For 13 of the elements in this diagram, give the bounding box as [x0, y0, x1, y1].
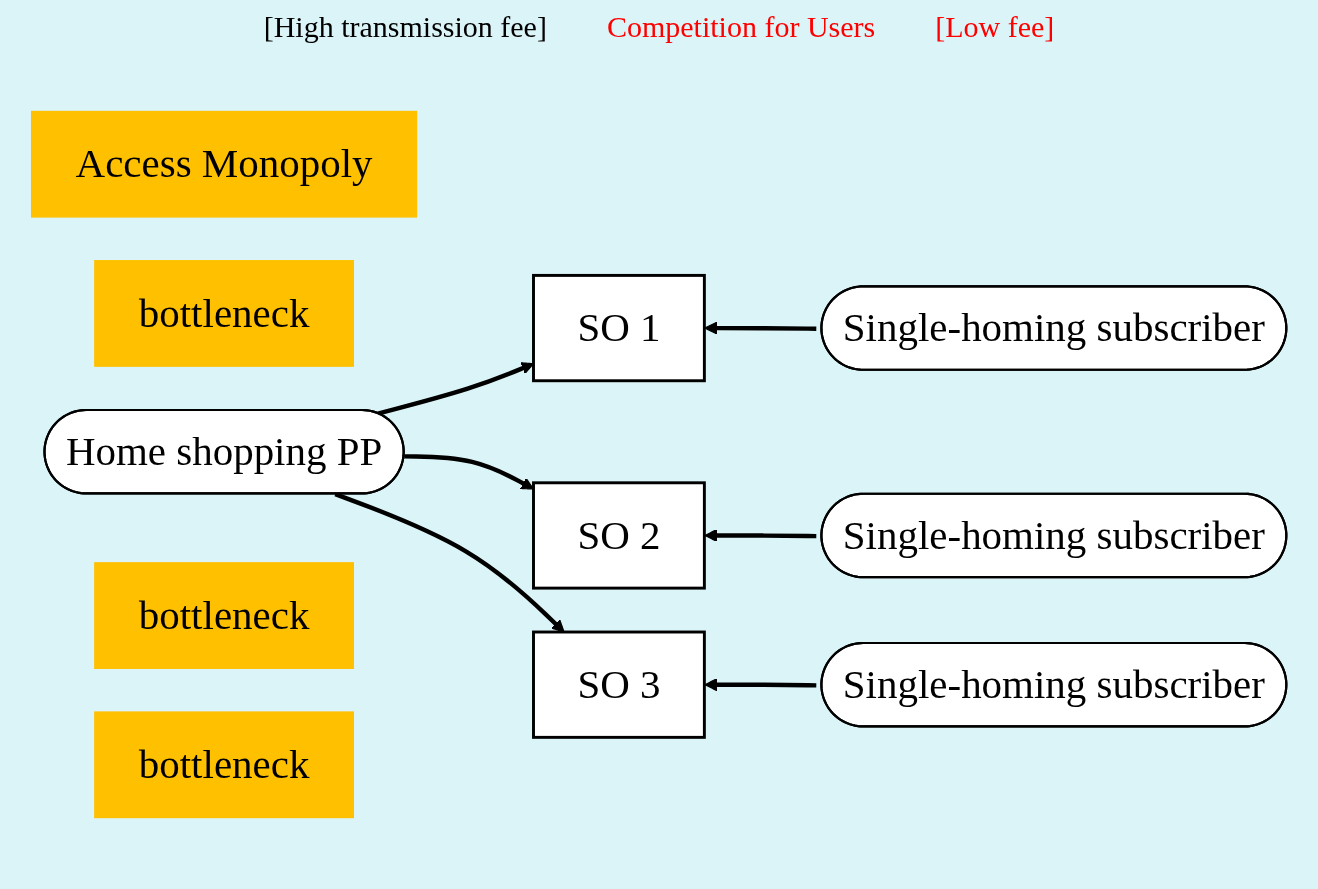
arrow: [704, 321, 817, 335]
note-text: Competition for Users: [606, 10, 876, 44]
arrow: [704, 678, 817, 692]
note-text: [Low fee]: [935, 10, 1055, 44]
node-box: bottleneck: [94, 562, 354, 669]
node-box: bottleneck: [94, 260, 354, 367]
node-box: bottleneck: [94, 711, 354, 819]
node-box: SO 1: [532, 273, 706, 383]
node-box: SO 2: [532, 481, 706, 590]
arrow: [704, 529, 817, 542]
node-box: SO 3: [532, 630, 706, 739]
node-box: Access Monopoly: [30, 110, 418, 218]
fee-note: [High transmission fee]: [263, 10, 547, 44]
